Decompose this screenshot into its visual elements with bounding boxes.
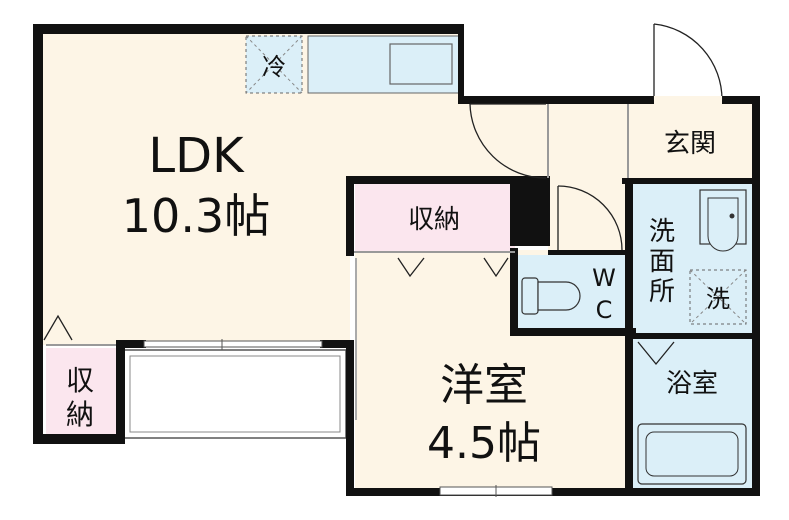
wall [116,340,125,444]
wall [33,434,123,444]
wall [625,178,633,490]
yokushitsu-label: 浴室 [666,369,718,399]
storage-left-floor [46,348,118,436]
senmenjo-char-2: 面 [649,247,675,277]
fridge-cross-b [245,35,303,94]
walls [33,24,760,496]
storage-left-char-2: 納 [66,398,94,431]
wall [320,340,354,348]
storage-upper-floor [355,184,515,252]
wall [510,248,518,334]
wall [752,96,760,496]
storage-door [43,314,73,341]
balcony-inner [129,355,341,433]
wall [458,24,464,102]
wall [33,24,463,34]
labels: LDK 10.3帖 洋室 4.5帖 収納 収 納 玄関 洗 面 所 浴室 W C… [66,53,730,469]
storage-door [483,257,509,278]
doors [43,23,723,366]
window-balcony [143,340,323,348]
partitions [46,104,629,420]
wall [548,250,628,255]
yoshitsu-name: 洋室 [440,360,528,411]
wall [630,333,758,339]
basin-drain [729,213,735,219]
wall [346,176,354,256]
senmenjo-char-3: 所 [649,277,675,307]
ldk-size: 10.3帖 [122,189,270,243]
ldk-floor [40,30,548,345]
wc-char-2: C [596,296,613,324]
floors [40,30,753,490]
bathtub-inner [645,431,739,477]
toilet-bowl [537,281,581,311]
windows [143,339,553,497]
fixtures [521,189,747,485]
wall [510,328,636,336]
balcony [123,349,347,439]
wall [722,96,758,104]
basin-bowl [707,197,739,252]
washer-cross-b [689,269,747,325]
fridge-cross-a [245,35,303,94]
genkan-floor [548,100,753,180]
storage-upper-label: 収納 [408,205,460,235]
wall [346,340,354,496]
wall [33,24,43,444]
storage-door [397,257,425,278]
yoshitsu-size: 4.5帖 [427,418,541,469]
entrance-door-arc [653,23,723,101]
ldk-name: LDK [148,128,245,184]
toilet-tank [521,277,539,315]
wc-char-1: W [592,264,616,292]
wall [458,96,654,104]
storage-left-char-1: 収 [66,364,94,397]
wall [510,176,550,246]
wall [346,176,516,184]
bath-door [637,341,675,366]
fridge-label: 冷 [262,53,286,81]
wall [348,488,760,496]
washer-label: 洗 [706,285,730,313]
genkan-label: 玄関 [664,129,716,159]
wc-door-arc [557,185,623,251]
ldk-door-arc [469,103,547,179]
wall [116,340,146,348]
hall-floor [548,180,628,255]
wall [622,178,758,184]
entrance-gap [654,96,722,104]
kitchen-sink [389,43,453,85]
senmenjo-char-1: 洗 [649,217,675,247]
